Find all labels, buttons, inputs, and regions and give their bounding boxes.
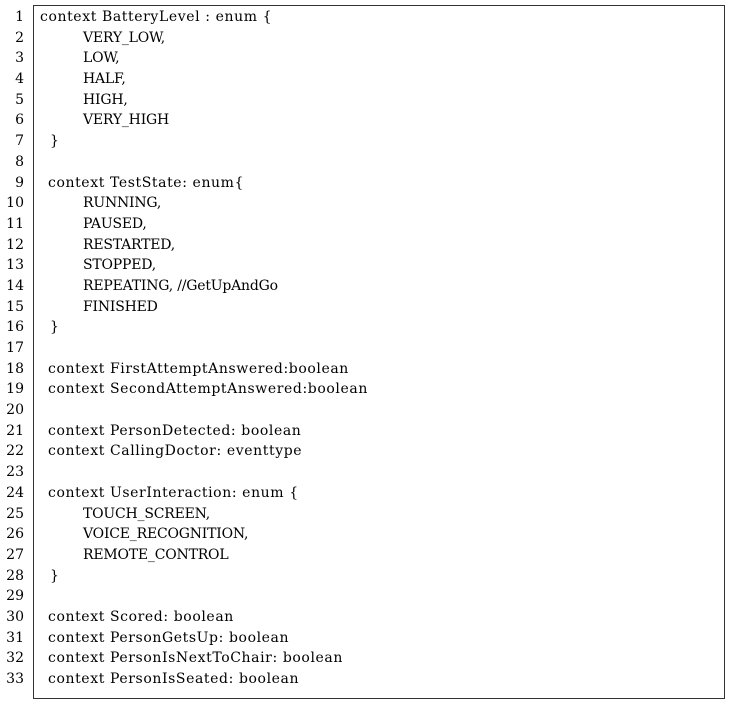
line-number: 27 <box>6 546 24 563</box>
line-number-gutter: 1 2 3 4 5 6 7 8 9 10 11 12 13 14 15 16 1… <box>0 7 24 690</box>
code-line: PAUSED, <box>83 215 147 232</box>
code-line: context SecondAttemptAnswered:boolean <box>48 381 368 398</box>
code-line: VOICE_RECOGNITION, <box>83 526 249 543</box>
code-line: context CallingDoctor: eventtype <box>48 443 303 460</box>
code-frame <box>33 5 725 699</box>
code-line: STOPPED, <box>83 257 157 274</box>
line-number: 23 <box>6 464 24 481</box>
code-body: context BatteryLevel : enum { VERY_LOW, … <box>40 7 720 690</box>
line-number: 6 <box>15 112 24 129</box>
code-line: context PersonGetsUp: boolean <box>48 629 290 646</box>
code-line: } <box>50 133 60 150</box>
line-number: 18 <box>6 360 24 377</box>
line-number: 16 <box>6 319 24 336</box>
line-number: 10 <box>6 195 24 212</box>
code-line <box>40 338 720 359</box>
code-line <box>40 586 720 607</box>
line-number: 12 <box>6 236 24 253</box>
line-number: 11 <box>6 215 24 232</box>
line-number: 4 <box>15 71 24 88</box>
line-number: 29 <box>6 588 24 605</box>
code-line: HALF, <box>83 71 126 88</box>
line-number: 13 <box>6 257 24 274</box>
code-line: context PersonDetected: boolean <box>48 422 302 439</box>
code-line: TOUCH_SCREEN, <box>83 505 211 522</box>
code-line <box>40 400 720 421</box>
code-line: REPEATING, //GetUpAndGo <box>83 277 278 294</box>
code-line <box>40 462 720 483</box>
line-number: 24 <box>6 484 24 501</box>
code-line: context FirstAttemptAnswered:boolean <box>48 360 349 377</box>
line-number: 8 <box>15 153 24 170</box>
code-line: context Scored: boolean <box>48 608 234 625</box>
line-number: 25 <box>6 505 24 522</box>
code-line: } <box>50 567 60 584</box>
code-line: } <box>50 319 60 336</box>
line-number: 15 <box>6 298 24 315</box>
code-line: FINISHED <box>83 298 158 315</box>
code-line: RESTARTED, <box>83 236 176 253</box>
line-number: 26 <box>6 526 24 543</box>
code-line <box>40 152 720 173</box>
line-number: 22 <box>6 443 24 460</box>
line-number: 1 <box>15 9 24 25</box>
code-line: context BatteryLevel : enum { <box>40 9 273 25</box>
line-number: 21 <box>6 422 24 439</box>
code-line: RUNNING, <box>83 195 162 212</box>
code-line: context PersonIsSeated: boolean <box>48 671 300 687</box>
line-number: 14 <box>6 277 24 294</box>
line-number: 9 <box>15 174 24 191</box>
code-line: HIGH, <box>83 91 128 108</box>
line-number: 7 <box>15 133 24 150</box>
line-number: 33 <box>6 671 24 687</box>
code-line: context TestState: enum{ <box>48 174 245 191</box>
code-line: context PersonIsNextToChair: boolean <box>48 650 343 667</box>
line-number: 20 <box>6 402 24 419</box>
code-line: VERY_LOW, <box>83 29 166 46</box>
code-line: VERY_HIGH <box>83 112 170 129</box>
line-number: 19 <box>6 381 24 398</box>
line-number: 5 <box>15 91 24 108</box>
code-line: REMOTE_CONTROL <box>83 546 229 563</box>
line-number: 32 <box>6 650 24 667</box>
line-number: 2 <box>15 29 24 46</box>
line-number: 30 <box>6 608 24 625</box>
code-line: LOW, <box>83 50 120 67</box>
code-line: context UserInteraction: enum { <box>48 484 299 501</box>
line-number: 17 <box>6 340 24 356</box>
line-number: 28 <box>6 567 24 584</box>
line-number: 3 <box>15 50 24 67</box>
line-number: 31 <box>6 629 24 646</box>
